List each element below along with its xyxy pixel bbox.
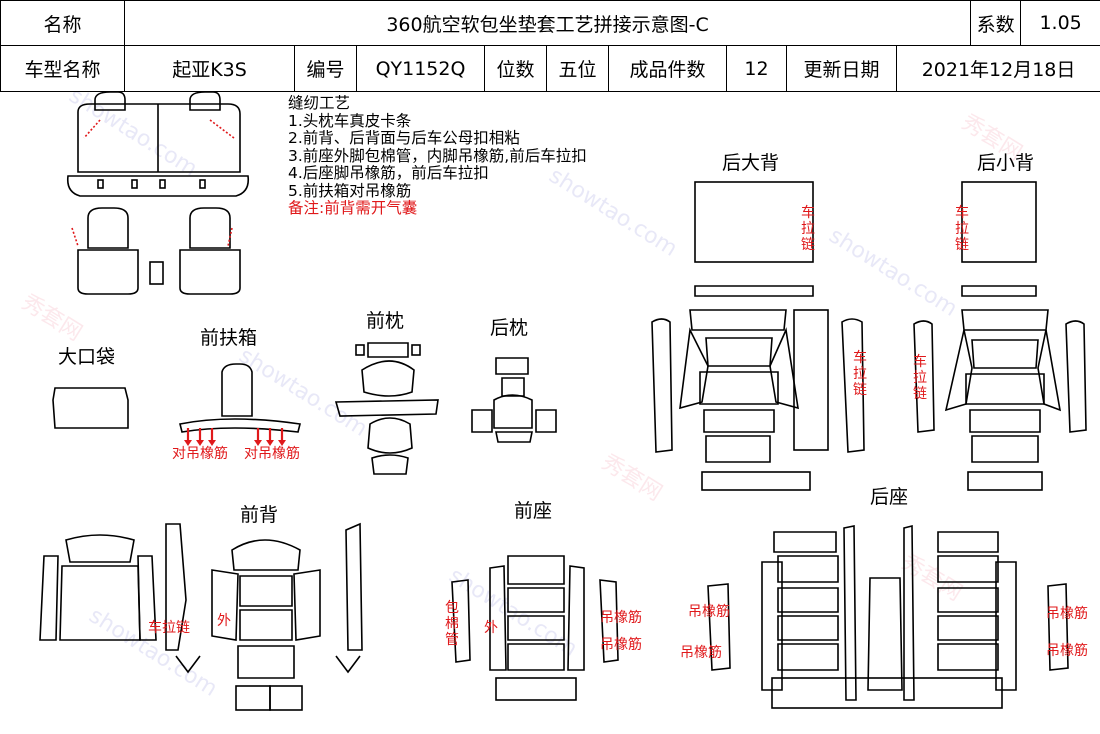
note-item: 5.前扶箱对吊橡筋 (288, 181, 412, 200)
note-remark: 备注:前背需开气囊 (288, 199, 418, 217)
model-label: 车型名称 (0, 45, 125, 92)
zipper-note: 车拉链 (913, 354, 927, 402)
elastic-note: 吊橡筋 (600, 610, 642, 626)
coef-value: 1.05 (1020, 0, 1100, 46)
opp-elastic-note: 对吊橡筋 (244, 446, 300, 462)
sewing-notes: 缝纫工艺 1.头枕车真皮卡条 2.前背、后背面与后车公母扣相粘 3.前座外脚包棉… (288, 94, 587, 218)
rear-big-back-pieces (651, 181, 865, 491)
header-table: 名称 360航空软包坐垫套工艺拼接示意图-C 系数 1.05 车型名称 起亚K3… (0, 0, 1100, 92)
code-value: QY1152Q (356, 45, 485, 92)
zipper-note: 车拉链 (801, 205, 815, 253)
zipper-note: 车拉链 (853, 350, 867, 398)
note-item: 3.前座外脚包棉管，内脚吊橡筋,前后车拉扣 (288, 146, 587, 165)
model-value: 起亚K3S (124, 45, 295, 92)
note-item: 1.头枕车真皮卡条 (288, 111, 412, 130)
section-label-front-seat: 前座 (514, 500, 553, 522)
date-label: 更新日期 (786, 45, 897, 92)
cotton-tube-note: 包棉管 (445, 600, 459, 648)
section-label-front-pillow: 前枕 (366, 310, 405, 332)
zipper-note: 车拉链 (955, 205, 969, 253)
pieces-label: 成品件数 (608, 45, 727, 92)
elastic-note: 吊橡筋 (1046, 606, 1088, 622)
elastic-note: 吊橡筋 (680, 645, 722, 661)
code-label: 编号 (294, 45, 357, 92)
rear-pillow-pieces (471, 357, 557, 443)
rear-small-back-pieces (913, 181, 1087, 491)
coef-label: 系数 (970, 0, 1022, 46)
sheet-title: 360航空软包坐垫套工艺拼接示意图-C (123, 0, 972, 46)
elastic-note: 吊橡筋 (1046, 643, 1088, 659)
pieces-value: 12 (726, 45, 787, 92)
seat-overview-icon (66, 91, 250, 295)
seats-label: 位数 (484, 45, 547, 92)
pattern-drawing (39, 91, 1087, 711)
elastic-note: 吊橡筋 (600, 637, 642, 653)
opp-elastic-note: 对吊橡筋 (172, 446, 228, 462)
rear-seat-pieces (707, 524, 1069, 709)
date-value: 2021年12月18日 (895, 45, 1100, 92)
outer-note: 外 (484, 620, 498, 636)
section-label-rear-big-back: 后大背 (722, 152, 780, 174)
front-back-pieces (39, 522, 363, 711)
note-item: 2.前背、后背面与后车公母扣相粘 (288, 129, 520, 147)
section-label-rear-seat: 后座 (870, 486, 909, 508)
section-label-rear-pillow: 后枕 (490, 317, 529, 339)
name-label: 名称 (0, 0, 125, 46)
section-label-rear-small-back: 后小背 (977, 152, 1035, 174)
front-seat-pieces (451, 555, 619, 701)
seats-value: 五位 (546, 45, 609, 92)
elastic-note: 吊橡筋 (688, 604, 730, 620)
section-label-big-bag: 大口袋 (58, 346, 116, 368)
zipper-note: 车拉链 (148, 620, 190, 636)
front-armrest-pieces (179, 363, 301, 446)
front-pillow-pieces (334, 342, 439, 475)
section-label-front-armrest: 前扶箱 (200, 327, 258, 349)
big-bag-piece (52, 387, 129, 429)
note-item: 4.后座脚吊橡筋，前后车拉扣 (288, 164, 489, 182)
notes-title: 缝纫工艺 (288, 94, 351, 112)
outer-note: 外 (217, 613, 231, 629)
section-label-front-back: 前背 (240, 504, 279, 526)
